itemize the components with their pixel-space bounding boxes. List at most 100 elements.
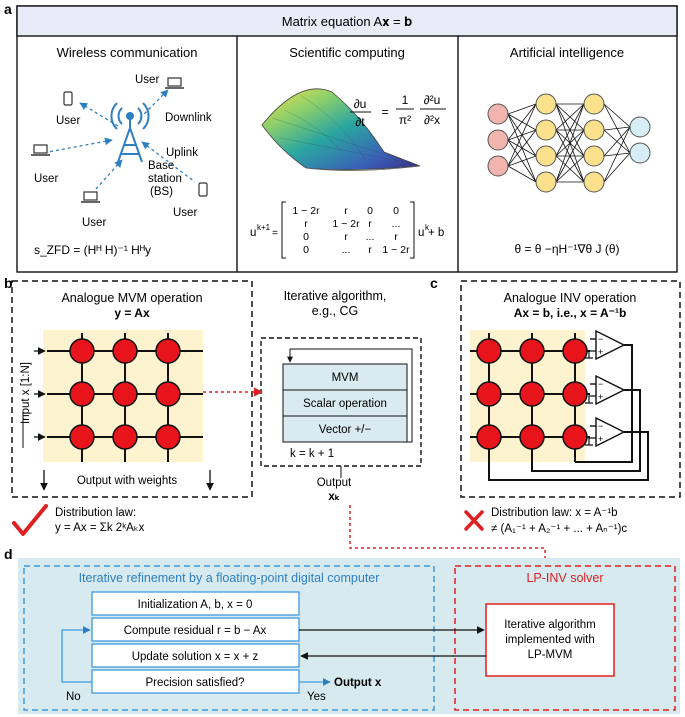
opamp-plus: + [598, 347, 603, 357]
step-vector [282, 415, 408, 443]
matrix-cell: ... [342, 244, 351, 256]
wireless-title: Wireless communication [57, 45, 198, 60]
bs-label-line2: station [148, 173, 182, 185]
panel-d-letter: d [4, 546, 13, 562]
step-mvm-label: MVM [332, 372, 359, 384]
nn-edge [507, 155, 537, 167]
step-mvm [282, 363, 408, 391]
crossbar-node [562, 338, 588, 364]
opamp-minus: − [598, 421, 603, 431]
nn-edge [507, 165, 537, 183]
matrix-cell: 1 − 2r [382, 244, 410, 256]
nn-edge [603, 126, 631, 157]
nn-edge [603, 152, 631, 183]
nn-edge [555, 129, 585, 183]
opamp-icon [595, 329, 626, 361]
panel-a-header [16, 5, 678, 37]
mvm-law-title: Distribution law: [55, 507, 136, 519]
step-init-label: Initialization A, b, x = 0 [138, 599, 253, 611]
nn-edge [603, 126, 631, 183]
phone-icon [198, 182, 208, 197]
ground-icon [585, 350, 596, 359]
ai-title: Artificial intelligence [510, 45, 624, 60]
nn-edge [603, 126, 631, 131]
nn-edge [507, 103, 537, 115]
crossbar-node [476, 338, 502, 364]
output-x-label: Output x [334, 677, 382, 689]
user-label: User [173, 207, 197, 219]
crossbar-node [112, 338, 138, 364]
crossbar-node [69, 381, 95, 407]
bs-label-line1: Base [148, 160, 174, 172]
panel-c-frame [460, 280, 681, 498]
iter-rhs-sup: k [425, 223, 430, 232]
crossbar-node [155, 338, 181, 364]
matrix-cell: ... [366, 231, 375, 243]
iter-sup: k+1 [257, 223, 271, 232]
yes-label: Yes [307, 691, 326, 703]
crossbar-node [476, 381, 502, 407]
inv-law-line1: Distribution law: x = A⁻¹b [491, 507, 618, 519]
refine-title: Iterative refinement by a floating-point… [79, 571, 380, 585]
opamp-minus: − [598, 334, 603, 344]
nn-edge [603, 103, 631, 128]
base-station-tower-icon [110, 102, 150, 163]
input-label: Input x [1:N] [20, 362, 32, 424]
step-vector-label: Vector +/− [319, 424, 372, 436]
nn-edge [555, 155, 585, 183]
link-user-bottom [94, 159, 123, 191]
iterative-output-label: Output [317, 477, 352, 489]
user-label: User [34, 173, 58, 185]
link-user-top [139, 89, 169, 119]
solver-line3: LP-MVM [528, 649, 573, 661]
opamp-icon [595, 416, 626, 448]
mvm-title: Analogue MVM operation [61, 291, 202, 305]
matrix-right-bracket [410, 201, 415, 259]
matrix-cell: 0 [393, 205, 399, 217]
opamp-plus: + [598, 392, 603, 402]
nn-node [629, 142, 651, 164]
matrix-cell: r [344, 205, 348, 217]
mvm-law-formula: y = Ax = Σk 2ᵏAₖx [55, 522, 145, 534]
nn-edge [507, 129, 537, 167]
refine-frame [23, 565, 435, 711]
matrix-cell: 0 [303, 244, 309, 256]
inv-equation: Ax = b, i.e., x = A⁻¹b [514, 306, 627, 320]
laptop-icon [81, 191, 100, 203]
crossbar-node [112, 381, 138, 407]
step-update-label: Update solution x = x + z [132, 651, 259, 663]
iteration-loop-arrow [287, 348, 413, 443]
nn-node [583, 171, 605, 193]
crossbar-node [112, 424, 138, 450]
inv-title: Analogue INV operation [504, 291, 637, 305]
nn-node [487, 155, 509, 177]
crossbar-node [69, 338, 95, 364]
matrix-cell: r [368, 218, 372, 230]
link-user-topleft [79, 102, 119, 127]
laptop-icon [165, 77, 184, 89]
nn-node [487, 129, 509, 151]
link-user-right [141, 141, 196, 183]
ai-formula: θ = θ −ηH⁻¹∇θ J (θ) [514, 242, 619, 256]
ground-icon [585, 437, 596, 446]
phone-icon [63, 91, 73, 106]
panel-c-letter: c [430, 275, 438, 291]
nn-node [487, 103, 509, 125]
nn-node [535, 171, 557, 193]
checkmark-icon [12, 504, 48, 536]
feedback-wire [575, 344, 633, 463]
crossbar-node [562, 381, 588, 407]
mvm-crossbar [34, 333, 203, 462]
feedback-wire [531, 389, 641, 472]
matrix-cell: 1 − 2r [332, 218, 360, 230]
no-label: No [66, 691, 81, 703]
crossbar-node [69, 424, 95, 450]
user-label: User [82, 217, 106, 229]
crossbar-node [155, 381, 181, 407]
step-scalar-label: Scalar operation [303, 398, 387, 410]
pde-eq: = [381, 105, 388, 119]
pde-lhs-den: ∂t [355, 115, 365, 129]
feedback-wire [488, 431, 649, 481]
solver-line1: Iterative algorithm [504, 619, 595, 631]
